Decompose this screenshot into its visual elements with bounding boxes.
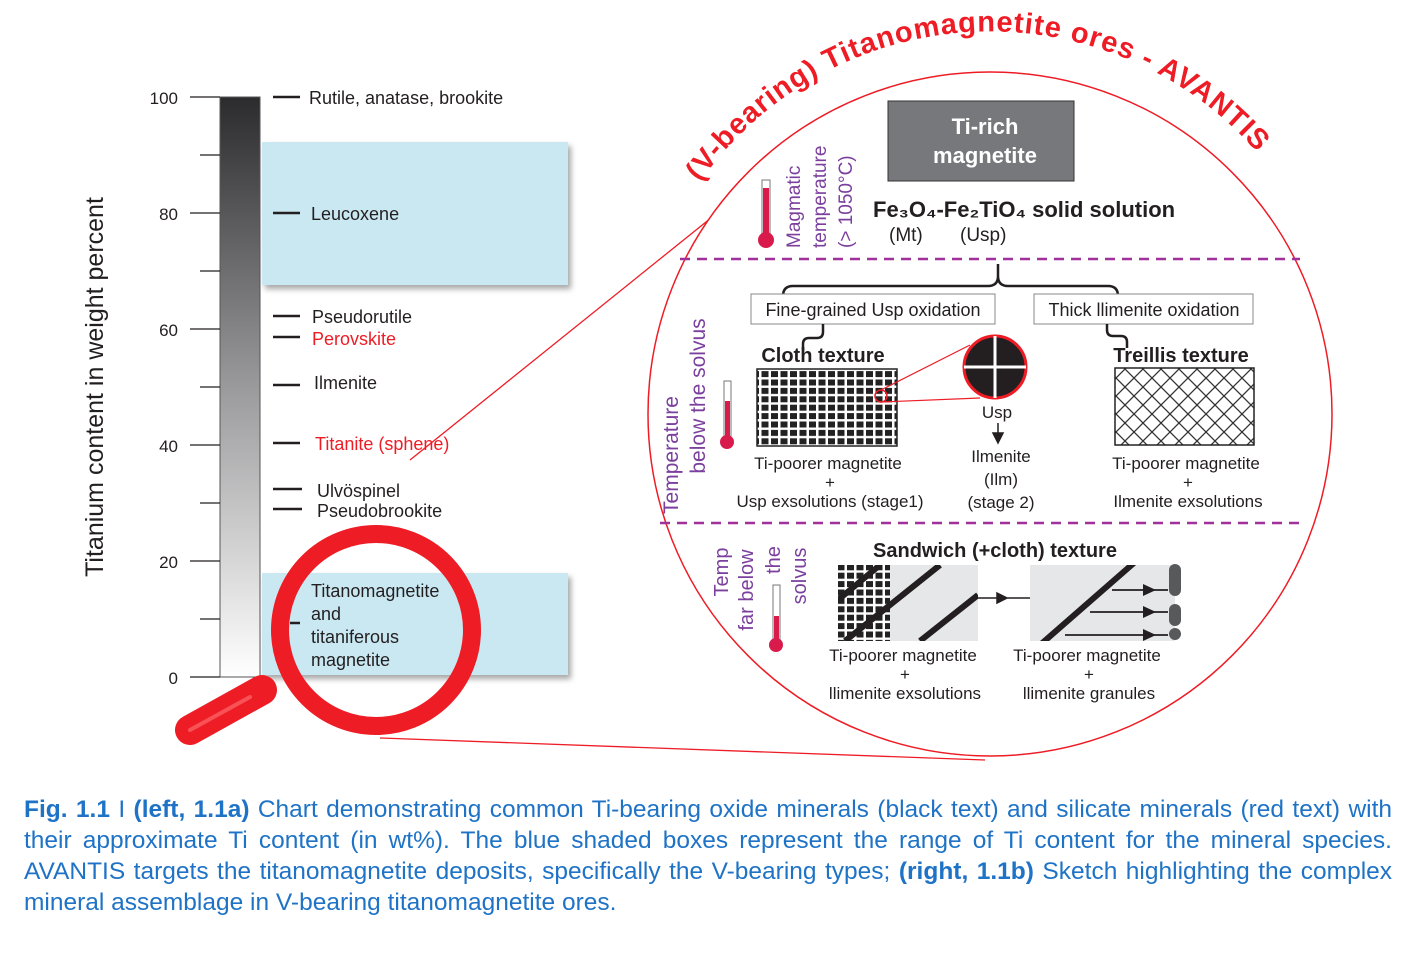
caption-text-2: Sketch highlighting the complex mineral … — [24, 858, 1393, 916]
blue-range-leucoxene — [262, 142, 568, 285]
mineral-ilmenite: Ilmenite — [314, 373, 377, 393]
tick-label: 40 — [159, 437, 178, 456]
mineral-titanite: Titanite (sphene) — [315, 434, 449, 454]
magmatic-temp-2: temperature — [810, 146, 831, 248]
temp-far-2: far below — [736, 549, 758, 631]
y-axis-ticks — [190, 96, 220, 678]
sandwich-caption-2: + — [900, 665, 910, 684]
fine-grained-box — [750, 293, 996, 325]
mineral-labels: Rutile, anatase, brookite Leucoxene Pseu… — [273, 88, 503, 670]
zoom-connector-bottom — [379, 737, 986, 761]
temp-far-4: solvus — [789, 548, 811, 605]
caption-left-tag: (left, 1.1a) — [133, 796, 250, 823]
thick-ilmenite-label: Thick llimenite oxidation — [1048, 300, 1239, 320]
tick-label: 80 — [159, 205, 178, 224]
brace — [781, 264, 1120, 297]
mineral-pseudobrookite: Pseudobrookite — [317, 501, 442, 521]
granules-caption-3: llimenite granules — [1023, 684, 1155, 703]
magmatic-temp-3: (> 1050°C) — [836, 155, 857, 248]
ilmenite-stage-1: Ilmenite — [971, 447, 1031, 466]
caption-text-1: Chart demonstrating common Ti-bearing ox… — [24, 796, 1393, 885]
ti-rich-label-2: magnetite — [933, 143, 1037, 168]
cloth-texture — [756, 368, 898, 447]
blue-range-titanomagnetite — [262, 573, 568, 675]
caption-right-tag: (right, 1.1b) — [898, 858, 1034, 885]
treillis-texture — [1114, 367, 1255, 446]
sandwich-title: Sandwich (+cloth) texture — [873, 540, 1117, 562]
ti-gradient-bar — [219, 96, 261, 678]
temp-far-3: the — [763, 546, 785, 574]
treillis-caption-1: Ti-poorer magnetite — [1112, 454, 1260, 473]
mineral-titanomagnetite-1: Titanomagnetite — [311, 581, 439, 601]
ilmenite-stage-3: (stage 2) — [967, 493, 1034, 512]
cloth-caption-3: Usp exsolutions (stage1) — [736, 492, 923, 511]
temp-below-2: below the solvus — [687, 318, 710, 473]
solid-solution: Fe₃O₄-Fe₂TiO₄ solid solution — [873, 197, 1175, 222]
usp-inset — [962, 334, 1028, 400]
mineral-perovskite: Perovskite — [312, 329, 396, 349]
tick-labels: 100 80 60 40 20 0 — [150, 89, 178, 688]
figure-caption: Fig. 1.1 I (left, 1.1a) Chart demonstrat… — [24, 794, 1392, 918]
mineral-titanomagnetite-2: and — [311, 604, 341, 624]
mt-label: (Mt) — [889, 225, 923, 246]
sandwich-texture — [838, 565, 978, 641]
thermometer-icon — [720, 380, 734, 449]
arrow-right-icon — [978, 591, 1030, 605]
ti-rich-label-1: Ti-rich — [952, 114, 1019, 139]
tick-label: 20 — [159, 553, 178, 572]
caption-separator: I — [109, 796, 134, 823]
magnifier-icon — [175, 525, 481, 745]
tick-label: 60 — [159, 321, 178, 340]
treillis-caption-3: Ilmenite exsolutions — [1113, 492, 1262, 511]
arrow-down-icon — [991, 423, 1005, 445]
granules-texture — [1030, 564, 1181, 641]
granules-caption-1: Ti-poorer magnetite — [1013, 646, 1161, 665]
zoom-connector-top — [409, 184, 753, 461]
usp-inset-label: Usp — [982, 403, 1012, 422]
fine-grained-label: Fine-grained Usp oxidation — [765, 300, 980, 320]
mineral-rutile: Rutile, anatase, brookite — [309, 88, 503, 108]
mineral-titanomagnetite-3: titaniferous — [311, 627, 399, 647]
granules-caption-2: + — [1084, 665, 1094, 684]
temp-far-1: Temp — [711, 548, 733, 597]
ti-rich-box — [887, 100, 1075, 182]
cloth-caption-2: + — [825, 473, 835, 492]
mineral-leucoxene: Leucoxene — [311, 204, 399, 224]
treillis-title: Treillis texture — [1113, 345, 1249, 367]
tick-label: 100 — [150, 89, 178, 108]
mineral-titanomagnetite-4: magnetite — [311, 650, 390, 670]
sandwich-caption-1: Ti-poorer magnetite — [829, 646, 977, 665]
cloth-caption-1: Ti-poorer magnetite — [754, 454, 902, 473]
sandwich-caption-3: llimenite exsolutions — [829, 684, 981, 703]
treillis-caption-2: + — [1183, 473, 1193, 492]
usp-label: (Usp) — [960, 225, 1006, 246]
cloth-title: Cloth texture — [761, 345, 884, 367]
magmatic-temp-1: Magmatic — [784, 166, 805, 248]
thermometer-icon — [758, 179, 774, 248]
tick-label: 0 — [169, 669, 178, 688]
temp-below-1: Temperature — [660, 396, 683, 514]
thick-ilmenite-box — [1033, 293, 1254, 325]
mineral-pseudorutile: Pseudorutile — [312, 307, 412, 327]
ilmenite-stage-2: (Ilm) — [984, 470, 1018, 489]
mineral-ulvospinel: Ulvöspinel — [317, 481, 400, 501]
thermometer-icon — [769, 584, 783, 652]
caption-fig-number: Fig. 1.1 — [24, 796, 110, 823]
y-axis-label: Titanium content in weight percent — [81, 197, 109, 577]
